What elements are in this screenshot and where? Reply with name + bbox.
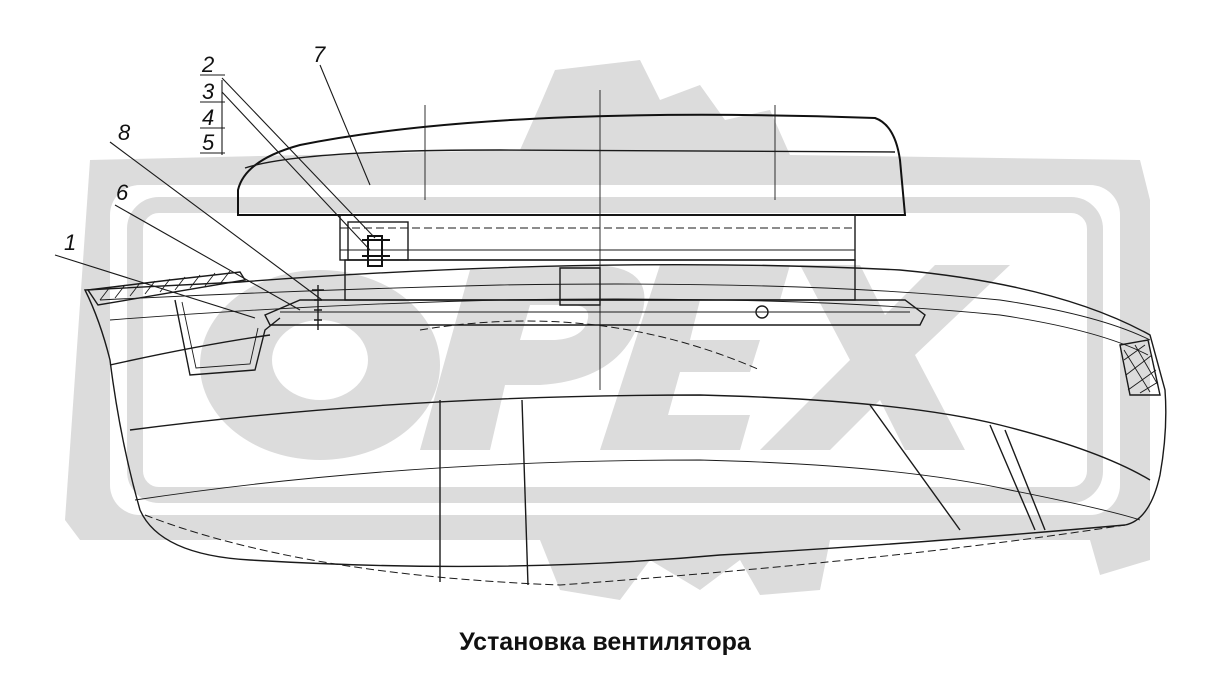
roof-left-bracket-inner (181, 301, 259, 369)
leader-7 (319, 64, 371, 186)
fan-housing-cover (237, 113, 907, 216)
roof-right-pillar (989, 424, 1046, 531)
roof-seal-right (1119, 339, 1161, 396)
roof-pillar-center (869, 404, 961, 531)
bolt-body (367, 235, 383, 267)
leader-8 (109, 141, 323, 301)
callout-3: 3 (202, 79, 215, 104)
duct-mid-leg (521, 399, 529, 586)
roof-left-edge (86, 271, 247, 306)
watermark-letter-o-hole (272, 320, 368, 400)
roof-lower-dashed (144, 514, 1126, 586)
callout-7: 7 (313, 42, 326, 67)
fan-housing-cover-edge (244, 149, 896, 169)
fan-mount-flange (264, 299, 926, 326)
watermark-letter-e (600, 265, 790, 450)
callout-2: 2 (201, 52, 214, 77)
watermark-logo (65, 60, 1150, 600)
roof-inner-line-1 (129, 394, 1151, 481)
callout-8: 8 (118, 120, 131, 145)
callout-5: 5 (202, 130, 215, 155)
leader-3 (221, 91, 371, 251)
leader-6 (114, 204, 301, 311)
roof-skin-line (99, 283, 1151, 341)
leader-2 (221, 77, 376, 239)
bolt-bracket (347, 221, 409, 261)
fan-screw (312, 285, 324, 330)
fan-rivet (755, 305, 769, 319)
roof-inner-line-2 (134, 459, 1141, 521)
roof-seal-hatch (1123, 344, 1159, 394)
drawing-caption: Установка вентилятора (459, 628, 751, 656)
roof-outer-contour (83, 263, 1167, 568)
callout-1: 1 (64, 230, 76, 255)
watermark-letter-p (420, 265, 645, 450)
fan-duct-dashed (419, 320, 761, 371)
callout-leaders (54, 64, 376, 319)
watermark-letter-x (760, 265, 1010, 450)
vehicle-roof-outline (83, 263, 1167, 586)
callout-4: 4 (202, 105, 214, 130)
callout-6: 6 (116, 180, 129, 205)
fan-bolt (347, 221, 409, 267)
leader-1 (54, 254, 256, 319)
fan-assembly (237, 90, 926, 586)
watermark-frame (127, 197, 1103, 503)
roof-left-inner-skin (109, 334, 271, 366)
callout-labels: 1 2 3 4 5 6 7 8 (64, 42, 326, 255)
roof-left-hatch (99, 270, 231, 301)
